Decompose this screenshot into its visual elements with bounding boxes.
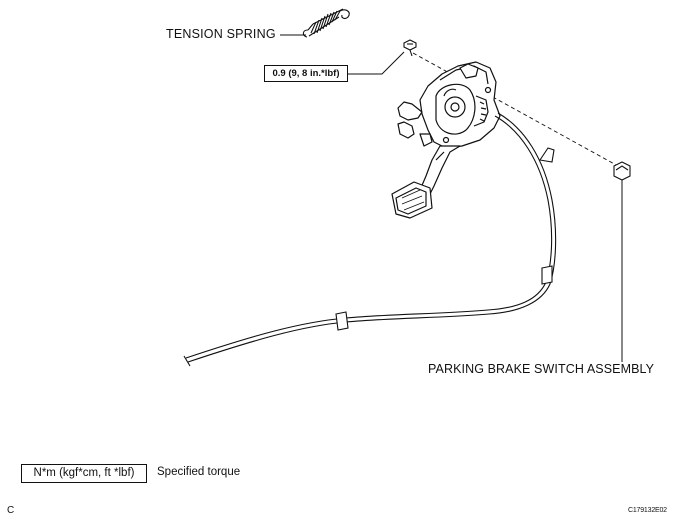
bolt-part (403, 39, 417, 57)
pedal-assembly (391, 61, 501, 219)
parking-brake-switch-part (613, 161, 631, 181)
parking-brake-switch-label: PARKING BRAKE SWITCH ASSEMBLY (428, 362, 655, 376)
legend-unit-box: N*m (kgf*cm, ft *lbf) (21, 464, 147, 483)
torque-spec-box: 0.9 (9, 8 in.*lbf) (264, 65, 348, 82)
corner-letter: C (7, 505, 15, 516)
brake-cable (183, 112, 557, 367)
torque-leader-line (348, 51, 405, 75)
tension-spring-part (302, 8, 350, 38)
figure-code: C179132E02 (628, 507, 667, 514)
tension-spring-label: TENSION SPRING (166, 27, 276, 41)
legend-description: Specified torque (157, 466, 241, 478)
